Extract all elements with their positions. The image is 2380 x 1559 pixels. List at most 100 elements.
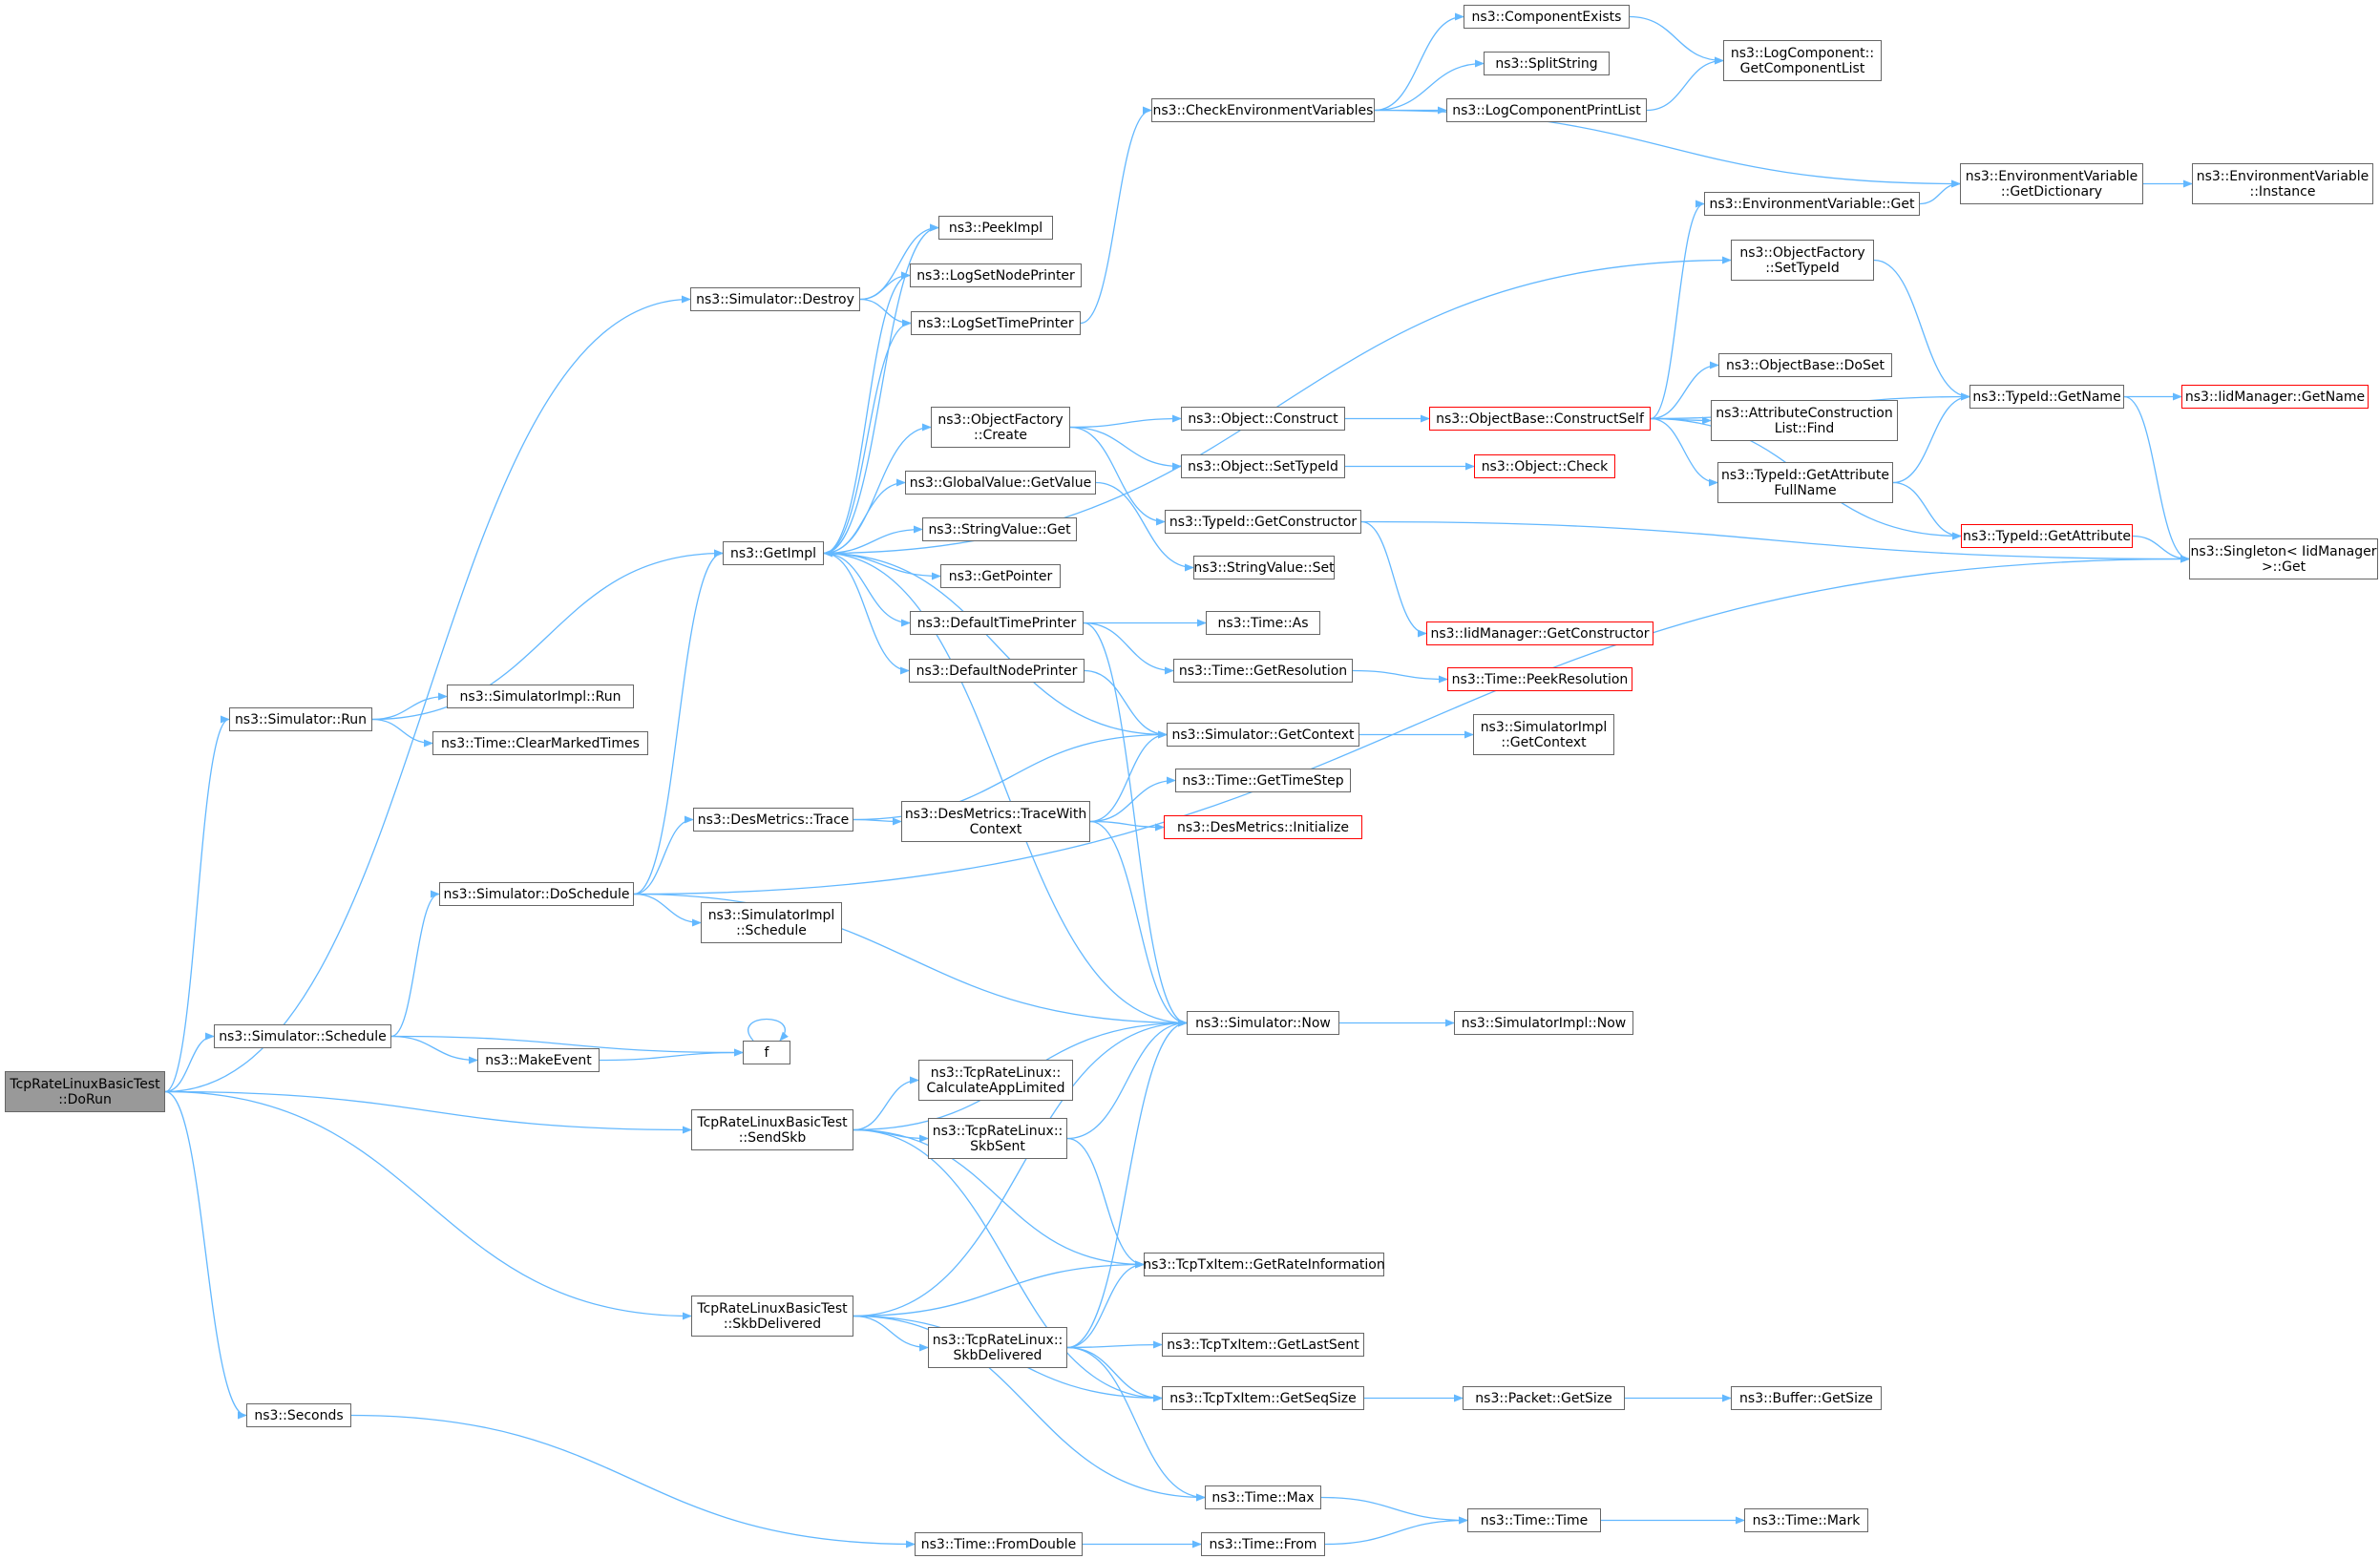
- node-label: ns3::ObjectFactory: [1739, 244, 1865, 261]
- node-label: ns3::StringValue::Get: [928, 521, 1071, 537]
- node-sim-now[interactable]: ns3::Simulator::Now: [1187, 1011, 1339, 1035]
- node-sim-destroy[interactable]: ns3::Simulator::Destroy: [690, 287, 860, 311]
- edge-dorun-to-sim-schedule: [164, 1032, 215, 1093]
- node-tcptxitem-getrateinfo[interactable]: ns3::TcpTxItem::GetRateInformation: [1143, 1253, 1385, 1276]
- node-simimpl-run[interactable]: ns3::SimulatorImpl::Run: [447, 685, 634, 708]
- node-time-clearmarked[interactable]: ns3::Time::ClearMarkedTimes: [432, 731, 648, 755]
- node-objectbase-constructself[interactable]: ns3::ObjectBase::ConstructSelf: [1429, 407, 1651, 431]
- node-label: ::Schedule: [736, 922, 807, 938]
- node-sendskb[interactable]: TcpRateLinuxBasicTest::SendSkb: [691, 1109, 853, 1150]
- node-time-from[interactable]: ns3::Time::From: [1201, 1532, 1325, 1556]
- edge-skbsent-to-sim-now: [1066, 1019, 1188, 1140]
- node-objectfactory-create[interactable]: ns3::ObjectFactory::Create: [931, 407, 1070, 448]
- node-label: ns3::Time::Max: [1211, 1489, 1315, 1506]
- node-desmetrics-trace[interactable]: ns3::DesMetrics::Trace: [693, 808, 853, 832]
- node-object-settypeid[interactable]: ns3::Object::SetTypeId: [1181, 454, 1345, 478]
- node-globalvalue-getvalue[interactable]: ns3::GlobalValue::GetValue: [905, 471, 1096, 495]
- node-time-fromdouble[interactable]: ns3::Time::FromDouble: [915, 1532, 1083, 1556]
- node-envvar-instance[interactable]: ns3::EnvironmentVariable::Instance: [2192, 163, 2373, 204]
- node-logcomponent-getlist[interactable]: ns3::LogComponent::GetComponentList: [1723, 40, 1882, 81]
- node-logcomponentprintlist[interactable]: ns3::LogComponentPrintList: [1446, 98, 1647, 122]
- node-peekimpl[interactable]: ns3::PeekImpl: [938, 216, 1053, 240]
- edge-getimpl-to-defaultnodeprinter: [823, 552, 910, 675]
- node-time-max[interactable]: ns3::Time::Max: [1205, 1485, 1321, 1509]
- edge-defaulttimeprinter-to-time-getresolution: [1083, 621, 1174, 675]
- node-logsetnodeprinter[interactable]: ns3::LogSetNodePrinter: [910, 263, 1082, 287]
- node-sim-getcontext[interactable]: ns3::Simulator::GetContext: [1167, 723, 1359, 747]
- node-stringvalue-set[interactable]: ns3::StringValue::Set: [1193, 556, 1335, 579]
- node-label: ns3::Time::GetTimeStep: [1182, 772, 1344, 789]
- node-objectfactory-settypeid[interactable]: ns3::ObjectFactory::SetTypeId: [1731, 240, 1874, 281]
- node-desmetrics-initialize-red[interactable]: ns3::DesMetrics::Initialize: [1164, 815, 1362, 839]
- node-dorun[interactable]: TcpRateLinuxBasicTest::DoRun: [5, 1071, 165, 1112]
- node-skbsent[interactable]: ns3::TcpRateLinux::SkbSent: [928, 1118, 1067, 1159]
- node-envvar-get[interactable]: ns3::EnvironmentVariable::Get: [1704, 192, 1920, 216]
- node-getimpl[interactable]: ns3::GetImpl: [723, 541, 824, 565]
- node-label: List::Find: [1774, 420, 1835, 436]
- node-stringvalue-get[interactable]: ns3::StringValue::Get: [922, 517, 1077, 541]
- node-packet-getsize[interactable]: ns3::Packet::GetSize: [1463, 1386, 1625, 1410]
- edge-sim-doschedule-to-simimpl-schedule: [633, 893, 702, 927]
- node-sim-schedule[interactable]: ns3::Simulator::Schedule: [214, 1024, 391, 1048]
- edge-sim-getcontext-to-getimpl: [823, 549, 1168, 736]
- node-label: ns3::Object::Check: [1481, 458, 1609, 474]
- node-simimpl-schedule[interactable]: ns3::SimulatorImpl::Schedule: [701, 902, 842, 943]
- node-skbdelivered-linux[interactable]: ns3::TcpRateLinux::SkbDelivered: [928, 1327, 1067, 1368]
- edge-dorun-to-seconds: [164, 1090, 247, 1420]
- node-envvar-getdictionary[interactable]: ns3::EnvironmentVariable::GetDictionary: [1960, 163, 2143, 204]
- node-label: ns3::SimulatorImpl: [707, 907, 835, 923]
- node-makeevent[interactable]: ns3::MakeEvent: [477, 1048, 600, 1072]
- node-seconds[interactable]: ns3::Seconds: [246, 1403, 351, 1427]
- node-simimpl-getcontext[interactable]: ns3::SimulatorImpl::GetContext: [1473, 714, 1614, 755]
- node-componentexists[interactable]: ns3::ComponentExists: [1464, 5, 1630, 29]
- node-defaulttimeprinter[interactable]: ns3::DefaultTimePrinter: [910, 611, 1084, 635]
- edge-objectfactory-create-to-object-construct: [1069, 414, 1182, 429]
- node-time-mark[interactable]: ns3::Time::Mark: [1744, 1508, 1868, 1532]
- node-typeid-getattribute[interactable]: ns3::TypeId::GetAttribute: [1961, 524, 2133, 548]
- node-label: ns3::Time::FromDouble: [920, 1536, 1077, 1552]
- edge-skbdelivered-linux-to-tcptxitem-getlastsent: [1066, 1340, 1163, 1349]
- node-tcptxitem-getseqsize[interactable]: ns3::TcpTxItem::GetSeqSize: [1162, 1386, 1364, 1410]
- edge-typeid-getconstructor-to-singleton-get: [1360, 520, 2190, 563]
- node-sim-run[interactable]: ns3::Simulator::Run: [229, 707, 372, 731]
- node-iidmanager-getconstructor[interactable]: ns3::IidManager::GetConstructor: [1426, 621, 1653, 645]
- node-objectbase-doset[interactable]: ns3::ObjectBase::DoSet: [1718, 353, 1892, 377]
- node-object-check[interactable]: ns3::Object::Check: [1474, 454, 1615, 478]
- edge-time-max-to-time-time: [1320, 1496, 1468, 1525]
- node-sim-doschedule[interactable]: ns3::Simulator::DoSchedule: [439, 882, 634, 906]
- node-label: ns3::ObjectBase::DoSet: [1726, 357, 1885, 373]
- node-splitstring[interactable]: ns3::SplitString: [1484, 52, 1610, 75]
- edge-time-getresolution-to-time-peekresolution: [1352, 669, 1448, 684]
- node-time-getresolution[interactable]: ns3::Time::GetResolution: [1173, 659, 1353, 683]
- node-time-peekresolution[interactable]: ns3::Time::PeekResolution: [1447, 667, 1632, 691]
- node-simimpl-now[interactable]: ns3::SimulatorImpl::Now: [1454, 1011, 1633, 1035]
- node-typeid-getconstructor[interactable]: ns3::TypeId::GetConstructor: [1165, 510, 1361, 534]
- edge-checkenv-to-splitstring: [1374, 59, 1485, 112]
- node-tcptxitem-getlastsent[interactable]: ns3::TcpTxItem::GetLastSent: [1162, 1333, 1364, 1357]
- node-label: ns3::DefaultTimePrinter: [916, 615, 1077, 631]
- node-object-construct[interactable]: ns3::Object::Construct: [1181, 407, 1345, 431]
- node-iidmanager-getname[interactable]: ns3::IidManager::GetName: [2181, 385, 2369, 409]
- node-skbdelivered-test[interactable]: TcpRateLinuxBasicTest::SkbDelivered: [691, 1296, 853, 1337]
- node-label: f: [764, 1044, 769, 1061]
- node-label: SkbDelivered: [953, 1347, 1043, 1363]
- node-time-as[interactable]: ns3::Time::As: [1206, 611, 1320, 635]
- node-label: ns3::TypeId::GetAttribute: [1721, 467, 1889, 483]
- node-checkenv[interactable]: ns3::CheckEnvironmentVariables: [1151, 98, 1375, 122]
- node-logsettimeprinter[interactable]: ns3::LogSetTimePrinter: [911, 311, 1081, 335]
- node-calcapplimited[interactable]: ns3::TcpRateLinux::CalculateAppLimited: [918, 1060, 1073, 1101]
- node-getpointer[interactable]: ns3::GetPointer: [940, 564, 1061, 588]
- node-label: ns3::Buffer::GetSize: [1739, 1390, 1873, 1406]
- node-buffer-getsize[interactable]: ns3::Buffer::GetSize: [1731, 1386, 1882, 1410]
- node-f[interactable]: f: [743, 1041, 790, 1064]
- node-label: ns3::Time::Time: [1480, 1512, 1589, 1528]
- node-singleton-get[interactable]: ns3::Singleton< IidManager>::Get: [2189, 538, 2378, 579]
- node-time-time[interactable]: ns3::Time::Time: [1467, 1508, 1601, 1532]
- node-typeid-getname[interactable]: ns3::TypeId::GetName: [1969, 385, 2124, 409]
- node-defaultnodeprinter[interactable]: ns3::DefaultNodePrinter: [909, 659, 1085, 683]
- edge-sendskb-to-tcptxitem-getrateinfo: [853, 1128, 1145, 1269]
- node-time-gettimestep[interactable]: ns3::Time::GetTimeStep: [1175, 769, 1351, 792]
